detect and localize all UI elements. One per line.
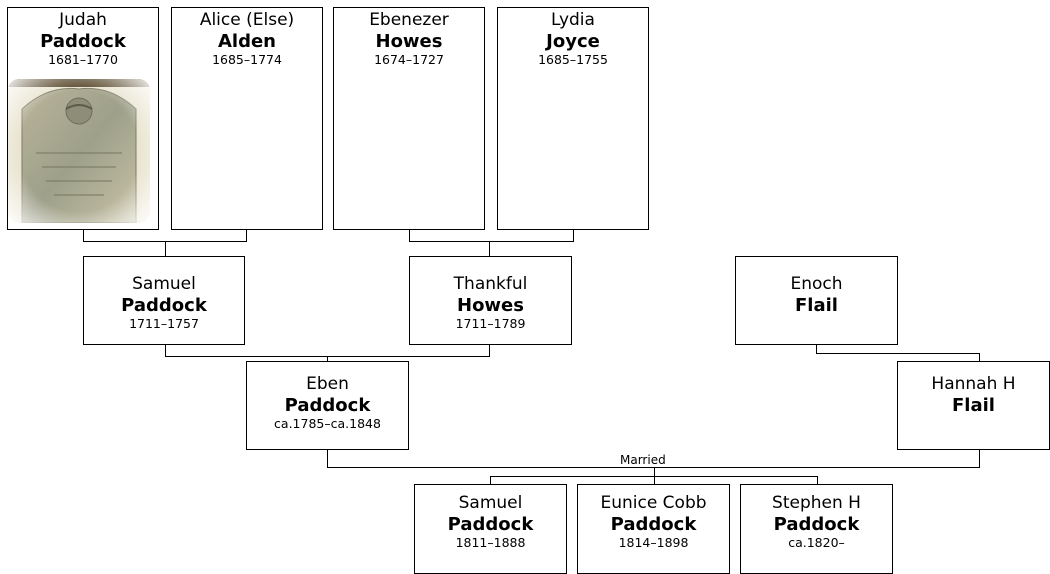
given-name: Thankful <box>453 274 528 294</box>
person-box-ebenezer-howes[interactable]: Ebenezer Howes 1674–1727 <box>333 7 485 230</box>
marriage-label: Married <box>620 453 666 467</box>
person-box-samuel-paddock-1811[interactable]: Samuel Paddock 1811–1888 <box>414 484 567 574</box>
person-box-thankful-howes[interactable]: Thankful Howes 1711–1789 <box>409 256 572 345</box>
given-name: Lydia <box>551 10 595 30</box>
surname: Howes <box>457 295 524 316</box>
connector-line <box>979 353 980 361</box>
surname: Paddock <box>284 395 371 416</box>
connector-line <box>165 345 166 356</box>
connector-line <box>327 356 328 361</box>
surname: Howes <box>375 31 443 52</box>
life-dates: 1711–1789 <box>455 316 526 331</box>
person-box-hannah-flail[interactable]: Hannah H Flail <box>897 361 1050 450</box>
marriage-line <box>327 467 980 468</box>
person-box-alice-alden[interactable]: Alice (Else) Alden 1685–1774 <box>171 7 323 230</box>
connector-line <box>816 345 817 353</box>
connector-line <box>165 241 166 256</box>
given-name: Ebenezer <box>369 10 449 30</box>
surname: Paddock <box>40 31 126 52</box>
connector-line <box>654 476 655 484</box>
person-box-eunice-cobb-paddock[interactable]: Eunice Cobb Paddock 1814–1898 <box>577 484 730 574</box>
given-name: Alice (Else) <box>199 10 295 30</box>
connector-line <box>409 230 410 241</box>
gravestone-image <box>8 79 150 223</box>
life-dates: 1685–1774 <box>212 52 282 67</box>
life-dates: 1811–1888 <box>455 535 526 550</box>
life-dates: 1681–1770 <box>48 52 118 67</box>
person-box-lydia-joyce[interactable]: Lydia Joyce 1685–1755 <box>497 7 649 230</box>
surname: Joyce <box>546 31 600 52</box>
person-box-eben-paddock[interactable]: Eben Paddock ca.1785–ca.1848 <box>246 361 409 450</box>
life-dates: 1711–1757 <box>129 316 199 331</box>
given-name: Samuel <box>458 493 523 513</box>
connector-line <box>409 241 574 242</box>
given-name: Samuel <box>132 274 196 294</box>
surname: Paddock <box>121 295 207 316</box>
given-name: Hannah H <box>931 374 1016 394</box>
connector-line <box>490 476 491 484</box>
connector-line <box>979 450 980 467</box>
connector-line <box>573 230 574 241</box>
connector-line <box>83 230 84 241</box>
person-box-enoch-flail[interactable]: Enoch Flail <box>735 256 898 345</box>
surname: Alden <box>217 31 276 52</box>
given-name: Judah <box>59 10 107 30</box>
life-dates: 1814–1898 <box>618 535 689 550</box>
surname: Paddock <box>447 514 534 535</box>
connector-line <box>327 450 328 467</box>
surname: Paddock <box>610 514 697 535</box>
person-box-samuel-paddock-1711[interactable]: Samuel Paddock 1711–1757 <box>83 256 245 345</box>
surname: Flail <box>795 295 838 316</box>
life-dates: 1674–1727 <box>374 52 444 67</box>
life-dates: ca.1785–ca.1848 <box>274 416 381 431</box>
surname: Paddock <box>773 514 860 535</box>
given-name: Eunice Cobb <box>600 493 707 513</box>
given-name: Eben <box>306 374 349 394</box>
gravestone-photo <box>8 79 150 223</box>
connector-line <box>817 476 818 484</box>
person-box-stephen-h-paddock[interactable]: Stephen H Paddock ca.1820– <box>740 484 893 574</box>
connector-line <box>489 345 490 356</box>
connector-line <box>489 241 490 256</box>
life-dates: ca.1820– <box>788 535 845 550</box>
connector-line <box>654 467 655 476</box>
connector-line <box>816 353 980 354</box>
life-dates: 1685–1755 <box>538 52 608 67</box>
given-name: Stephen H <box>772 493 861 513</box>
connector-line <box>246 230 247 241</box>
given-name: Enoch <box>790 274 843 294</box>
surname: Flail <box>952 395 995 416</box>
